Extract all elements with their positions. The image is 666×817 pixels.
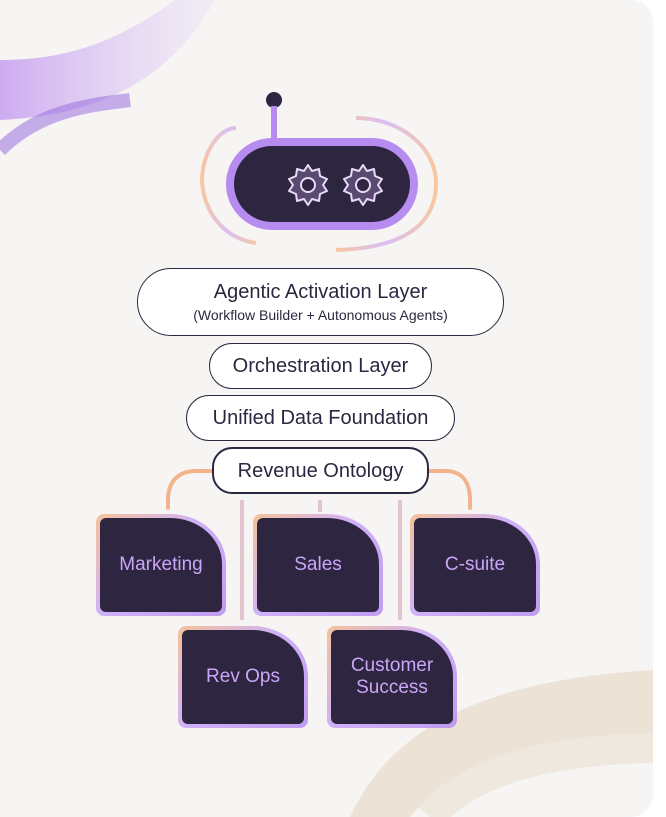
top-left-swoosh-stroke [0,93,131,156]
antenna-stick [271,106,277,142]
tile-csuite: C-suite [410,514,540,616]
gear-icon [288,164,328,206]
robot-icon [199,92,439,252]
activation-title: Agentic Activation Layer [213,281,428,303]
revenue-ontology: Revenue Ontology [212,447,429,494]
agentic-activation-layer: Agentic Activation Layer (Workflow Build… [137,268,504,336]
tile-sales: Sales [253,514,383,616]
orchestration-layer: Orchestration Layer [209,343,432,389]
activation-subtitle: (Workflow Builder + Autonomous Agents) [193,307,448,323]
gear-icon [343,164,383,206]
top-left-swoosh [0,0,215,120]
antenna-tip [266,92,282,108]
bottom-right-arc-inner [418,733,653,817]
tile-marketing: Marketing [96,514,226,616]
tile-rev-ops: Rev Ops [178,626,308,728]
unified-data-foundation: Unified Data Foundation [186,395,455,441]
bottom-right-arc [350,670,653,817]
